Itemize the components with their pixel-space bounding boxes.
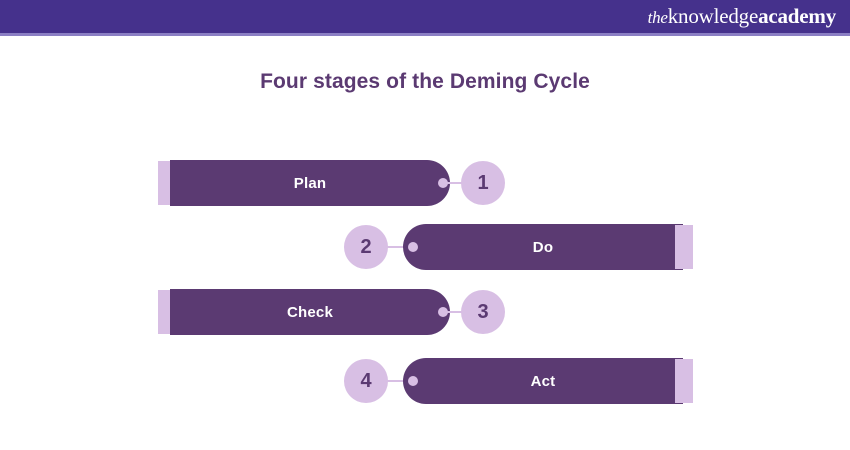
- stage-bar[interactable]: Do: [403, 224, 683, 270]
- stage-number-badge[interactable]: 3: [461, 290, 505, 334]
- header-band: theknowledgeacademy: [0, 0, 850, 33]
- brand-logo[interactable]: theknowledgeacademy: [647, 4, 837, 28]
- stage-connector-line: [446, 182, 466, 184]
- stage-end-cap: [675, 225, 693, 269]
- stage-connector-dot: [408, 376, 418, 386]
- stage-label: Plan: [293, 174, 327, 192]
- stage-bar[interactable]: Plan: [170, 160, 450, 206]
- stage-connector-dot: [438, 307, 448, 317]
- stage-row[interactable]: Check 3: [0, 289, 850, 335]
- stage-row[interactable]: 2 Do: [0, 224, 850, 270]
- stage-number-badge[interactable]: 2: [344, 225, 388, 269]
- stage-label: Act: [530, 372, 556, 390]
- stage-connector-dot: [438, 178, 448, 188]
- stage-number: 1: [477, 171, 489, 194]
- logo-text-academy: academy: [758, 4, 836, 28]
- stage-label: Check: [286, 303, 334, 321]
- stage-connector-line: [386, 246, 410, 248]
- stage-number-badge[interactable]: 4: [344, 359, 388, 403]
- stage-row[interactable]: 4 Act: [0, 358, 850, 404]
- stage-number: 2: [360, 235, 372, 258]
- stage-bar[interactable]: Act: [403, 358, 683, 404]
- logo-text-knowledge: knowledge: [667, 4, 759, 28]
- stage-connector-line: [446, 311, 466, 313]
- stage-connector-dot: [408, 242, 418, 252]
- stage-number-badge[interactable]: 1: [461, 161, 505, 205]
- stage-number: 3: [477, 300, 489, 323]
- stage-row[interactable]: Plan 1: [0, 160, 850, 206]
- stage-end-cap: [675, 359, 693, 403]
- stage-number: 4: [360, 369, 372, 392]
- stage-label: Do: [532, 238, 554, 256]
- page-title: Four stages of the Deming Cycle: [260, 70, 590, 93]
- header-underline: [0, 33, 850, 36]
- stage-connector-line: [386, 380, 410, 382]
- logo-text-the: the: [647, 8, 668, 27]
- stage-bar[interactable]: Check: [170, 289, 450, 335]
